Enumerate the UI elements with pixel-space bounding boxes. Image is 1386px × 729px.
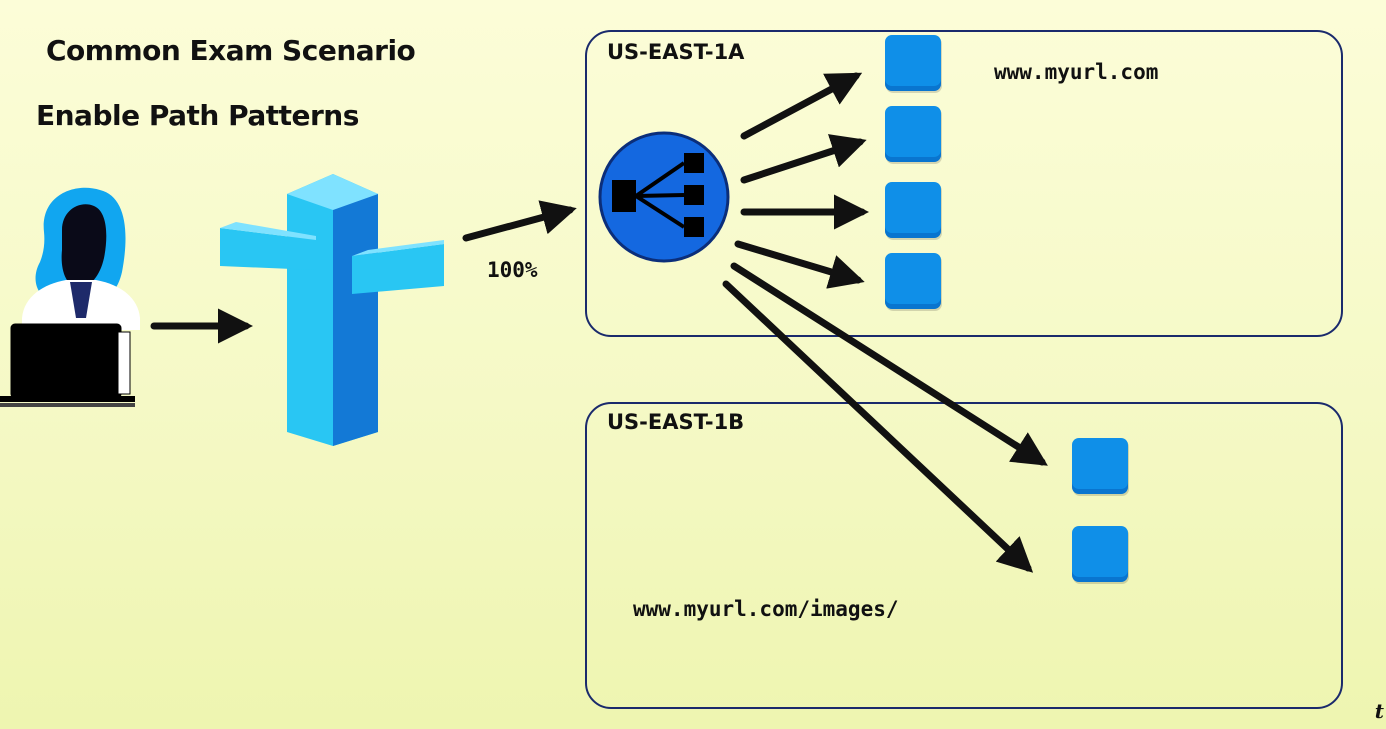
instance-b2-icon <box>1072 526 1128 582</box>
page-title: Common Exam Scenario <box>46 34 416 67</box>
region-label-us-east-1a: US-EAST-1A <box>607 40 745 64</box>
arrow-lb-to-instance-a1 <box>740 72 863 140</box>
traffic-percent-label: 100% <box>487 258 538 282</box>
region-box-us-east-1b <box>585 402 1343 709</box>
route53-dns-icon <box>220 174 444 446</box>
corner-mark: t <box>1374 699 1384 723</box>
region-box-us-east-1a <box>585 30 1343 337</box>
instance-b1-icon <box>1072 438 1128 494</box>
arrow-lb-to-instance-b2 <box>722 280 1034 573</box>
arrow-dns-to-load-balancer <box>462 200 577 242</box>
instance-a3-icon <box>885 182 941 238</box>
instance-a1-icon <box>885 35 941 91</box>
instance-a2-icon <box>885 106 941 162</box>
arrow-lb-to-instance-b1 <box>730 262 1048 466</box>
user-at-laptop-icon <box>0 187 140 407</box>
region-label-us-east-1b: US-EAST-1B <box>607 410 745 434</box>
url-label-images: www.myurl.com/images/ <box>633 597 899 621</box>
arrow-lb-to-instance-a4 <box>734 240 865 289</box>
instance-a4-icon <box>885 253 941 309</box>
load-balancer-icon <box>598 131 730 263</box>
arrow-lb-to-instance-a2 <box>740 134 867 184</box>
url-label-root: www.myurl.com <box>994 60 1159 84</box>
page-subtitle: Enable Path Patterns <box>36 99 359 132</box>
